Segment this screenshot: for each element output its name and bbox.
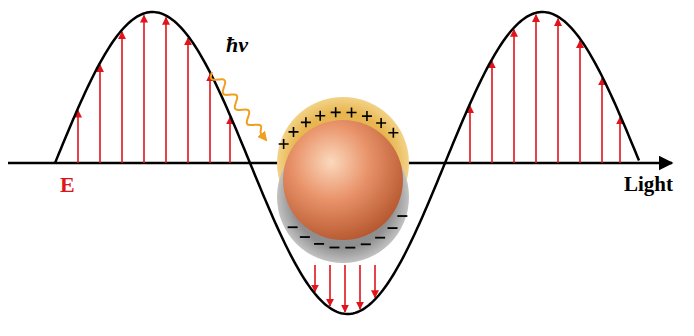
minus-sign bbox=[397, 215, 407, 217]
field-arrow bbox=[535, 15, 537, 163]
field-arrow bbox=[513, 30, 515, 163]
field-arrow bbox=[99, 65, 101, 163]
field-arrow bbox=[143, 15, 145, 163]
field-arrow bbox=[491, 61, 493, 163]
plus-sign bbox=[331, 107, 341, 117]
plus-sign bbox=[315, 111, 325, 121]
field-arrow bbox=[579, 41, 581, 163]
photon-squiggle bbox=[211, 72, 266, 140]
field-arrow bbox=[165, 18, 167, 163]
minus-sign bbox=[387, 227, 397, 229]
plus-sign bbox=[301, 117, 311, 127]
field-arrow bbox=[121, 32, 123, 163]
field-arrow bbox=[329, 265, 331, 306]
photon-energy-label: ħν bbox=[226, 34, 248, 56]
minus-sign bbox=[345, 247, 355, 249]
field-arrow bbox=[359, 265, 361, 309]
field-arrow bbox=[374, 265, 376, 297]
axis-label: Light bbox=[624, 174, 673, 195]
field-arrow bbox=[601, 78, 603, 163]
field-arrow bbox=[187, 38, 189, 163]
plus-sign bbox=[362, 111, 372, 121]
minus-sign bbox=[329, 247, 339, 249]
plus-sign bbox=[376, 118, 386, 128]
plus-sign bbox=[388, 128, 398, 138]
field-arrow bbox=[77, 110, 79, 163]
field-arrow bbox=[209, 74, 211, 163]
nanoparticle-sphere bbox=[283, 120, 403, 240]
minus-sign bbox=[314, 243, 324, 245]
field-arrow bbox=[469, 106, 471, 163]
light-wave bbox=[55, 12, 639, 314]
charge-signs bbox=[279, 107, 408, 247]
field-label: E bbox=[60, 174, 75, 196]
plus-sign bbox=[279, 139, 289, 149]
minus-sign bbox=[375, 237, 385, 239]
plus-sign bbox=[347, 108, 357, 118]
field-arrow bbox=[314, 265, 316, 292]
field-arrow bbox=[344, 265, 346, 312]
minus-sign bbox=[300, 236, 310, 238]
minus-sign bbox=[361, 243, 371, 245]
plus-sign bbox=[289, 127, 299, 137]
field-arrow bbox=[619, 117, 621, 163]
field-arrow bbox=[229, 117, 231, 163]
field-arrows bbox=[78, 15, 620, 312]
minus-sign bbox=[288, 226, 298, 228]
field-arrow bbox=[557, 19, 559, 163]
